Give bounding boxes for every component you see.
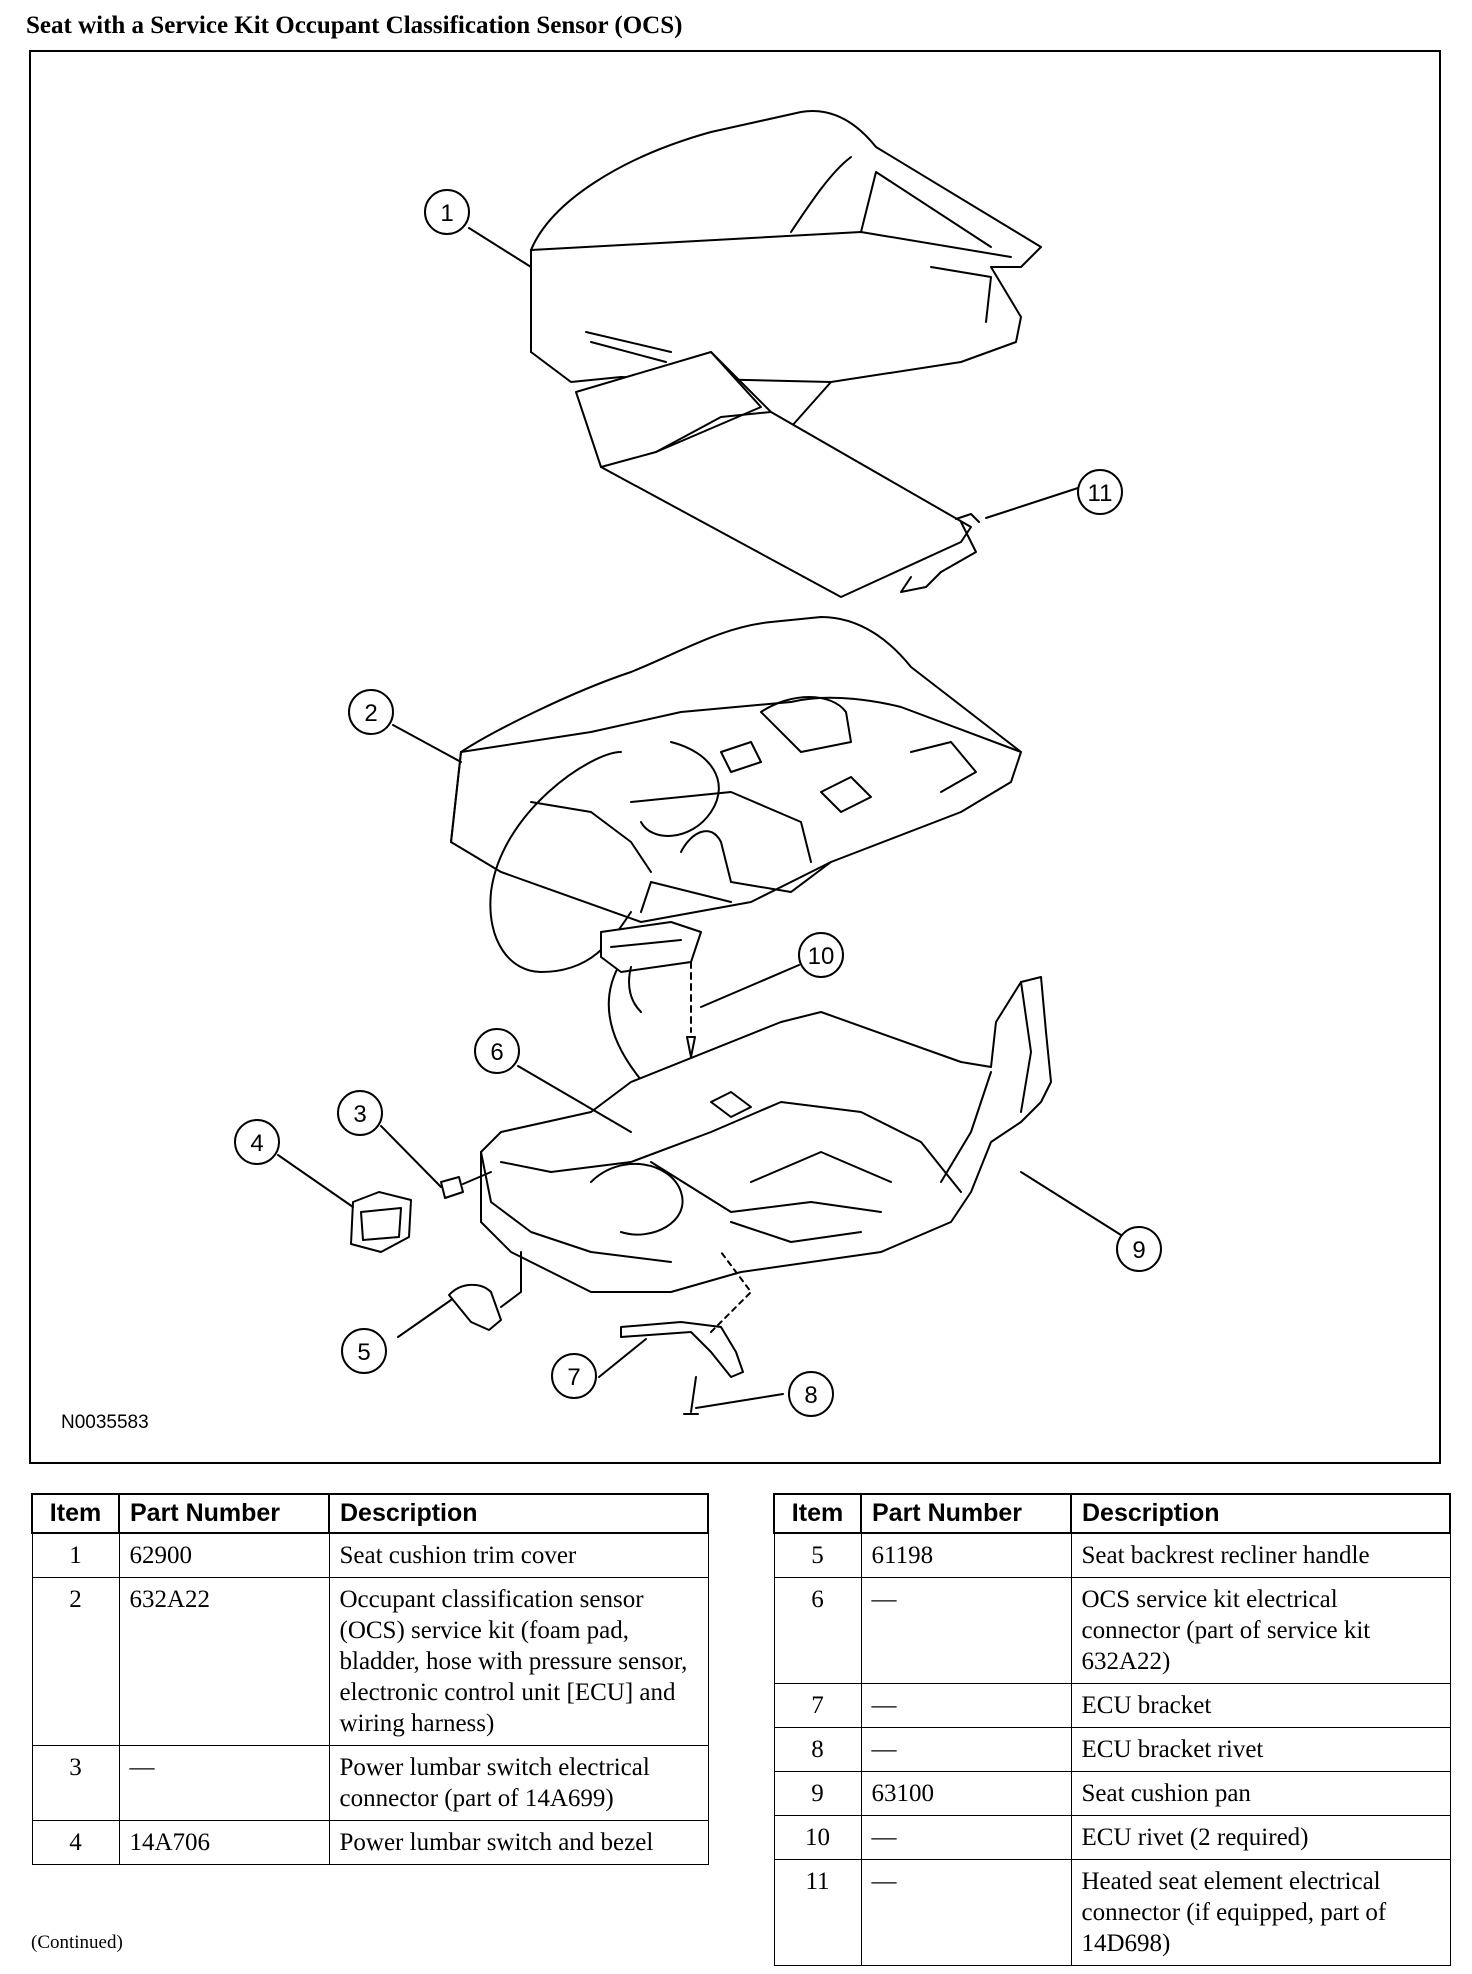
- table-row: 2 632A22 Occupant classification sensor …: [31, 1577, 709, 1746]
- part-description: ECU bracket: [1070, 1683, 1451, 1728]
- part-description: OCS service kit electrical connector (pa…: [1070, 1577, 1451, 1684]
- ecu-bracket-rivet-drawing: [683, 1251, 752, 1415]
- continued-note: (Continued): [31, 1932, 123, 1953]
- ocs-foam-pad-drawing: [450, 616, 1022, 923]
- part-number: —: [860, 1859, 1072, 1966]
- part-number: —: [860, 1815, 1072, 1860]
- exploded-diagram: 1 11 2 10 6 3 4 9 5 7 8 N0035583: [29, 50, 1441, 1464]
- callout-circle-7: [551, 1353, 597, 1399]
- callout-label-4: 4: [250, 1130, 263, 1157]
- callout-circle-5: [341, 1328, 387, 1374]
- table-header-row: Item Part Number Description: [31, 1493, 709, 1534]
- table-row: 5 61198 Seat backrest recliner handle: [773, 1532, 1451, 1578]
- item-number: 9: [773, 1771, 862, 1816]
- callout-label-6: 6: [490, 1039, 503, 1066]
- callout-label-9: 9: [1132, 1237, 1145, 1264]
- part-description: Occupant classification sensor (OCS) ser…: [328, 1577, 709, 1746]
- ecu-bracket-drawing: [620, 1321, 744, 1378]
- part-description: Heated seat element electrical connector…: [1070, 1859, 1451, 1966]
- item-number: 6: [773, 1577, 862, 1684]
- table-row: 4 14A706 Power lumbar switch and bezel: [31, 1820, 709, 1865]
- header-description: Description: [328, 1493, 709, 1534]
- page-title: Seat with a Service Kit Occupant Classif…: [26, 12, 683, 39]
- callout-label-10: 10: [808, 943, 835, 970]
- part-number: —: [860, 1683, 1072, 1728]
- lumbar-connector-drawing: [440, 1171, 492, 1199]
- callout-circle-4: [234, 1119, 280, 1165]
- leader-lines: [277, 227, 1122, 1409]
- item-number: 8: [773, 1727, 862, 1772]
- part-number: 62900: [118, 1532, 330, 1578]
- part-description: Seat backrest recliner handle: [1070, 1532, 1451, 1578]
- callout-label-1: 1: [440, 200, 453, 227]
- part-description: ECU bracket rivet: [1070, 1727, 1451, 1772]
- table-row: 7 — ECU bracket: [773, 1683, 1451, 1728]
- part-number: 61198: [860, 1532, 1072, 1578]
- table-row: 3 — Power lumbar switch electrical conne…: [31, 1745, 709, 1821]
- header-item: Item: [31, 1493, 120, 1534]
- header-description: Description: [1070, 1493, 1451, 1534]
- item-number: 11: [773, 1859, 862, 1966]
- item-number: 7: [773, 1683, 862, 1728]
- part-number: 14A706: [118, 1820, 330, 1865]
- part-description: Power lumbar switch and bezel: [328, 1820, 709, 1865]
- part-number: —: [118, 1745, 330, 1821]
- seat-cushion-pan-drawing: [480, 976, 1052, 1293]
- recliner-handle-drawing: [448, 1251, 522, 1331]
- callout-circle-6: [474, 1028, 520, 1074]
- callout-label-3: 3: [353, 1101, 366, 1128]
- table-row: 8 — ECU bracket rivet: [773, 1727, 1451, 1772]
- callout-label-5: 5: [357, 1339, 370, 1366]
- table-header-row: Item Part Number Description: [773, 1493, 1451, 1534]
- table-row: 9 63100 Seat cushion pan: [773, 1771, 1451, 1816]
- part-number: 63100: [860, 1771, 1072, 1816]
- item-number: 2: [31, 1577, 120, 1746]
- trim-cover-drawing: [530, 110, 1042, 428]
- callout-circle-2: [348, 689, 394, 735]
- callout-circle-10: [798, 932, 844, 978]
- table-row: 6 — OCS service kit electrical connector…: [773, 1577, 1451, 1684]
- callout-circle-1: [424, 189, 470, 235]
- part-number: —: [860, 1577, 1072, 1684]
- callout-circle-9: [1116, 1226, 1162, 1272]
- part-description: Seat cushion trim cover: [328, 1532, 709, 1578]
- header-part-number: Part Number: [860, 1493, 1072, 1534]
- seat-illustration: 1 11 2 10 6 3 4 9 5 7 8: [234, 110, 1162, 1417]
- item-number: 5: [773, 1532, 862, 1578]
- callout-label-8: 8: [804, 1382, 817, 1409]
- parts-table-right: Item Part Number Description 5 61198 Sea…: [773, 1493, 1451, 1966]
- header-part-number: Part Number: [118, 1493, 330, 1534]
- header-item: Item: [773, 1493, 862, 1534]
- part-number: 632A22: [118, 1577, 330, 1746]
- item-number: 1: [31, 1532, 120, 1578]
- lumbar-switch-bezel-drawing: [350, 1191, 412, 1253]
- item-number: 10: [773, 1815, 862, 1860]
- callout-label-7: 7: [567, 1364, 580, 1391]
- callout-circle-3: [337, 1090, 383, 1136]
- part-description: ECU rivet (2 required): [1070, 1815, 1451, 1860]
- table-row: 10 — ECU rivet (2 required): [773, 1815, 1451, 1860]
- part-number: —: [860, 1727, 1072, 1772]
- figure-id: N0035583: [61, 1412, 149, 1433]
- table-row: 1 62900 Seat cushion trim cover: [31, 1532, 709, 1578]
- callout-circle-11: [1077, 469, 1123, 515]
- callout-label-2: 2: [364, 700, 377, 727]
- item-number: 3: [31, 1745, 120, 1821]
- ecu-drawing: [600, 921, 702, 1058]
- parts-table-left: Item Part Number Description 1 62900 Sea…: [31, 1493, 709, 1865]
- part-description: Seat cushion pan: [1070, 1771, 1451, 1816]
- callout-label-11: 11: [1088, 480, 1113, 507]
- part-description: Power lumbar switch electrical connector…: [328, 1745, 709, 1821]
- callout-circle-8: [788, 1371, 834, 1417]
- item-number: 4: [31, 1820, 120, 1865]
- table-row: 11 — Heated seat element electrical conn…: [773, 1859, 1451, 1966]
- heated-mat-drawing: [575, 351, 980, 598]
